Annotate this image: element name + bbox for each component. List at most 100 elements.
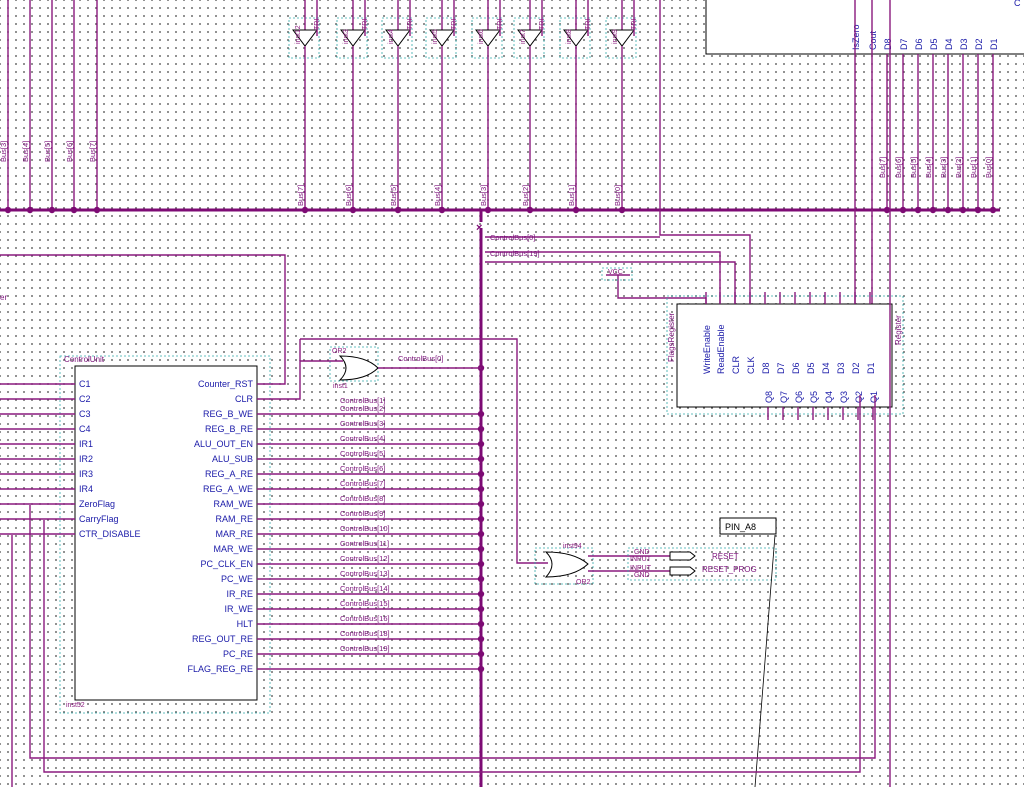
tristate-buffer[interactable] [609, 29, 635, 47]
flags-register-title: FlagsRegister [667, 312, 676, 362]
cu-output-ir-re: IR_RE [226, 589, 253, 599]
control-bus-junction [477, 560, 485, 568]
bus-junction [438, 206, 446, 214]
bus-junction [899, 206, 907, 214]
flag-top-pin: D1 [866, 362, 876, 374]
top-right-pin: IsZero [851, 24, 861, 50]
control-bus-junction [477, 485, 485, 493]
right-bus-label: Bus[7] [878, 157, 887, 178]
control-bus-junction [477, 515, 485, 523]
cu-net-label: ControlBus[2] [340, 404, 385, 413]
cu-input-c3: C3 [79, 409, 91, 419]
bus-junction [883, 206, 891, 214]
cu-net-label: ControlBus[12] [340, 554, 390, 563]
left-bus-label: Bus[4] [21, 141, 30, 162]
buffer-bus-label: Bus[7] [296, 185, 305, 206]
tristate-buffer[interactable] [517, 29, 543, 47]
top-right-pin: D4 [944, 38, 954, 50]
bus-junction [70, 206, 78, 214]
or2-gate[interactable] [544, 551, 589, 578]
tristate-buffer[interactable] [292, 29, 318, 47]
or1-gate[interactable] [338, 355, 379, 381]
reset-kind: INPUT [630, 556, 652, 563]
top-right-block-letter: C [1014, 0, 1021, 8]
register-type-label: Register [894, 315, 903, 345]
cu-net-label: ControlBus[19] [340, 644, 390, 653]
control-bus-junction [477, 665, 485, 673]
top-right-block[interactable] [705, 0, 1024, 55]
cu-output-flag-reg-re: FLAG_REG_RE [187, 664, 253, 674]
wire-counter-rst[interactable] [0, 254, 286, 385]
tristate-buffer[interactable] [563, 29, 589, 47]
reset-input-pin[interactable] [669, 551, 696, 561]
input-pins-frame [627, 547, 777, 581]
resetprog-input-pin[interactable] [669, 566, 696, 576]
pin-assignment-box[interactable] [719, 517, 777, 535]
tristate-buffer[interactable] [385, 29, 411, 47]
reset-name: RESET [712, 552, 739, 561]
buffer-bus-label: Bus[5] [389, 185, 398, 206]
tristate-buffer[interactable] [475, 29, 501, 47]
wire-zeroflag-loop[interactable] [29, 395, 876, 759]
reset-default: GND [634, 549, 650, 556]
flag-top-pin: D8 [761, 362, 771, 374]
cu-output-hlt: HLT [237, 619, 254, 629]
tristate-buffer[interactable] [429, 29, 455, 47]
tristate-buffer[interactable] [340, 29, 366, 47]
wire-clr-to-or1[interactable] [257, 360, 343, 400]
flag-top-pin: D3 [836, 362, 846, 374]
buffer-type: TRI [407, 19, 414, 30]
bus-junction [484, 206, 492, 214]
buffer-bus-label: Bus[6] [344, 185, 353, 206]
buffer-instance: inst12 [295, 25, 302, 44]
bus-junction [929, 206, 937, 214]
cu-net-label: ControlBus[11] [340, 539, 389, 548]
control-unit-block[interactable] [74, 365, 258, 701]
control-bus-junction [477, 590, 485, 598]
wire-cbus-to-or2[interactable] [300, 338, 548, 564]
cu-output-alu-sub: ALU_SUB [212, 454, 253, 464]
bus-junction [914, 206, 922, 214]
flag-bottom-pin: Q3 [839, 391, 849, 403]
or1-output-net: ControlBus[0] [398, 354, 443, 363]
cu-input-carryflag: CarryFlag [79, 514, 119, 524]
top-right-pin: D2 [974, 38, 984, 50]
vcc-label: VCC [608, 269, 623, 276]
wire-cbus19-to-readenable[interactable] [485, 251, 721, 305]
control-bus-junction [477, 650, 485, 658]
bus-junction [618, 206, 626, 214]
cu-net-label: ControlBus[13] [340, 569, 390, 578]
cu-output-reg-out-re: REG_OUT_RE [192, 634, 253, 644]
control-unit-inputs[interactable]: C1C2C3C4IR1IR2IR3IR4ZeroFlagCarryFlagCTR… [0, 379, 141, 539]
buffer-bus-label: Bus[2] [521, 185, 530, 206]
control-unit-outputs[interactable]: Counter_RSTCLRREG_B_WEControlBus[2]REG_B… [187, 364, 485, 674]
control-bus-junction [477, 410, 485, 418]
tristate-buffer-group[interactable]: inst12TRIBus[7]inst3TRIBus[6]inst4TRIBus… [288, 0, 638, 214]
or2-type: OR2 [576, 579, 591, 586]
flags-register-block[interactable] [676, 303, 893, 408]
wire-cbus0-to-clr[interactable] [659, 0, 751, 305]
buffer-instance: inst8 [566, 29, 573, 44]
wire-vcc-writeenable[interactable] [617, 275, 707, 305]
wire-clk[interactable] [485, 261, 736, 305]
cu-input-ctr-disable: CTR_DISABLE [79, 529, 141, 539]
flag-top-pin: D2 [851, 362, 861, 374]
cu-output-reg-b-re: REG_B_RE [205, 424, 253, 434]
cu-net-label: ControlBus[4] [340, 434, 385, 443]
cu-output-counter-rst: Counter_RST [198, 379, 254, 389]
wire-carryflag-loop[interactable] [43, 395, 861, 773]
left-bus-wires[interactable]: Bus[3]Bus[4]Bus[5]Bus[6]Bus[7] [0, 0, 101, 214]
buffer-frame [605, 17, 637, 59]
flag-bottom-pin: Q8 [764, 391, 774, 403]
right-bus-label: Bus[3] [939, 157, 948, 178]
bus-junction [526, 206, 534, 214]
control-bus-junction [477, 440, 485, 448]
cu-net-label: ControlBus[6] [340, 464, 385, 473]
flag-top-pin: D7 [776, 362, 786, 374]
buffer-instance: inst4 [388, 29, 395, 44]
flag-top-pin: D4 [821, 362, 831, 374]
